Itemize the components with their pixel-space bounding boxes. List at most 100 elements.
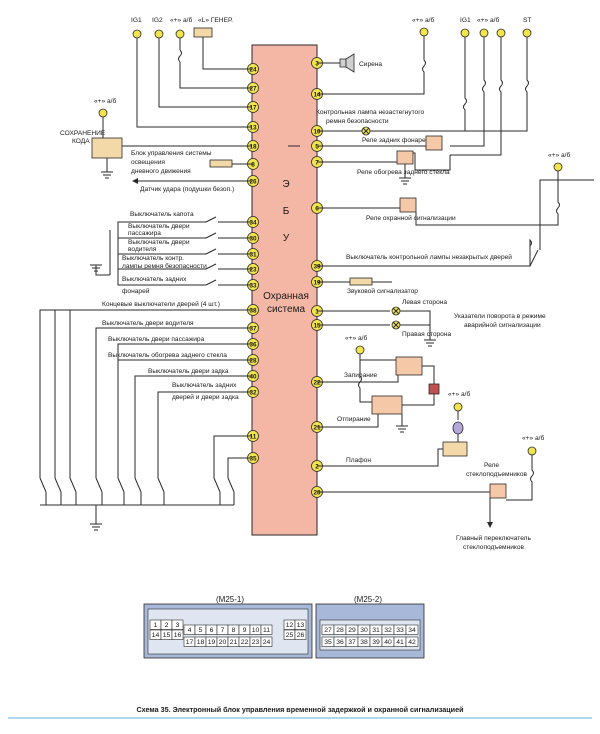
right-middle-components: Выключатель контрольной лампы незакрытых… xyxy=(317,179,594,347)
ecu-letter-b: Б xyxy=(283,206,290,217)
ecu-title-line1: Охранная xyxy=(263,291,309,302)
drv-door-label-1: Выключатель двери xyxy=(128,239,190,246)
connector-cell: 5 xyxy=(194,624,207,635)
svg-text:30: 30 xyxy=(360,627,368,634)
svg-text:7: 7 xyxy=(221,627,225,634)
connector-cell: 20 xyxy=(216,636,229,647)
svg-text:33: 33 xyxy=(396,627,404,634)
connector-cell: 25 xyxy=(283,629,296,640)
ecu-pin-label: 27 xyxy=(249,85,257,92)
svg-text:15: 15 xyxy=(163,632,171,639)
connector-cell: 34 xyxy=(405,624,419,635)
svg-text:14: 14 xyxy=(152,632,160,639)
ecu-pin-left-40: 40 xyxy=(247,370,259,382)
connector-cell: 8 xyxy=(227,624,240,635)
ecu-pin-label: 21 xyxy=(313,424,321,431)
svg-text:37: 37 xyxy=(348,639,356,646)
connector-cell: 11 xyxy=(260,624,273,635)
driver-door-switch-label: Выключатель двери водителя xyxy=(102,320,194,327)
buzzer-label: Звуковой сигнализатор xyxy=(347,287,418,295)
connector-cell: 28 xyxy=(333,624,347,635)
ecu-pin-left-32: 32 xyxy=(247,386,259,398)
ecu-pin-label: 14 xyxy=(313,91,321,98)
ecu-block xyxy=(251,44,318,536)
defrost-switch-label: Выключатель обогрева заднего стекла xyxy=(108,351,227,359)
connector-cell: 41 xyxy=(393,636,407,647)
batt-lock-label: «+» а/б xyxy=(345,334,368,342)
connector-cell: 32 xyxy=(381,624,395,635)
ecu-pin-label: 6 xyxy=(315,205,319,212)
ig2-label: IG2 xyxy=(152,17,163,24)
svg-text:1: 1 xyxy=(154,622,158,629)
svg-text:40: 40 xyxy=(384,639,392,646)
belt-switch-label-2: лампы ремня безопасности xyxy=(122,262,207,270)
connector-cell: 16 xyxy=(171,629,184,640)
ecu-pin-left-33: 33 xyxy=(247,279,259,291)
unlock-label: Отпирание xyxy=(337,416,371,423)
batt-win-label: «+» а/б xyxy=(522,434,545,442)
ecu-pin-label: 26 xyxy=(249,178,257,185)
ecu-pin-left-23: 23 xyxy=(247,263,259,275)
connector-cell: 22 xyxy=(238,636,251,647)
memory-label-1: СОХРАНЕНИЕ xyxy=(60,130,106,137)
svg-text:39: 39 xyxy=(372,639,380,646)
connector-cell: 9 xyxy=(238,624,251,635)
pass-door-label-2: пассажира xyxy=(128,230,161,237)
open-doors-lamp-label: Выключатель контрольной лампы незакрытых… xyxy=(346,253,512,261)
pass-door-switch-label: Выключатель двери пассажира xyxy=(108,336,205,343)
ecu-pin-label: 17 xyxy=(249,104,257,111)
door-limit-label: Концевые выключатели дверей (4 шт.) xyxy=(102,300,220,308)
svg-text:16: 16 xyxy=(174,632,182,639)
rear-doors-label-1: Выключатель задних xyxy=(172,382,237,389)
ecu-pin-left-18: 18 xyxy=(247,140,259,152)
ecu-pin-label: 28 xyxy=(249,357,257,364)
svg-text:11: 11 xyxy=(263,627,270,634)
ecu-pin-label: 1 xyxy=(315,308,319,315)
ecu-pin-label: 8 xyxy=(251,161,255,168)
ecu-pin-label: 2 xyxy=(315,463,319,470)
svg-text:8: 8 xyxy=(232,627,236,634)
svg-text:26: 26 xyxy=(297,632,305,639)
ecu-pin-label: 37 xyxy=(249,325,257,332)
svg-text:28: 28 xyxy=(336,627,344,634)
connector-cell: 19 xyxy=(205,636,218,647)
connector-cell: 3 xyxy=(171,619,184,630)
svg-text:21: 21 xyxy=(230,639,238,646)
batt-right-label: «+» а/б xyxy=(412,16,435,24)
connector-cell: 29 xyxy=(345,624,359,635)
svg-text:18: 18 xyxy=(197,639,205,646)
ecu-pin-label: 34 xyxy=(249,219,257,226)
ecu-letter-e: Э xyxy=(282,179,289,190)
ecu-pin-label: 3 xyxy=(315,60,319,67)
rear-lamp-switch-label-1: Выключатель задних xyxy=(122,276,187,283)
ig1-right-label: IG1 xyxy=(460,17,471,24)
svg-text:17: 17 xyxy=(186,639,194,646)
svg-text:6: 6 xyxy=(210,627,214,634)
alarm-relay: «+» а/б Реле охранной сигнализации xyxy=(317,151,571,226)
svg-text:13: 13 xyxy=(297,622,305,629)
ecu-pin-label: 35 xyxy=(249,455,257,462)
right-side-label: Правая сторона xyxy=(402,331,451,338)
svg-text:34: 34 xyxy=(408,627,416,634)
svg-text:32: 32 xyxy=(384,627,392,634)
svg-text:31: 31 xyxy=(372,627,380,634)
siren-label: Сирена xyxy=(359,61,382,68)
svg-text:35: 35 xyxy=(324,639,332,646)
connector-cell: 38 xyxy=(357,636,371,647)
ecu-pin-label: 18 xyxy=(249,143,257,150)
connector-cell: 7 xyxy=(216,624,229,635)
m25-2-title: (M25-2) xyxy=(354,595,382,604)
svg-text:24: 24 xyxy=(263,639,271,646)
pass-door-label-1: Выключатель двери xyxy=(128,223,190,230)
connector-cell: 17 xyxy=(183,636,196,647)
svg-text:25: 25 xyxy=(286,632,294,639)
connector-cell: 39 xyxy=(369,636,383,647)
generator-label: «L» ГЕНЕР. xyxy=(198,17,233,24)
ecu-pin-label: 36 xyxy=(249,341,257,348)
diagram-caption: Схема 35. Электронный блок управления вр… xyxy=(136,705,463,714)
svg-text:36: 36 xyxy=(336,639,344,646)
ecu-pin-left-31: 31 xyxy=(247,248,259,260)
lock-label: Запирание xyxy=(344,372,378,379)
